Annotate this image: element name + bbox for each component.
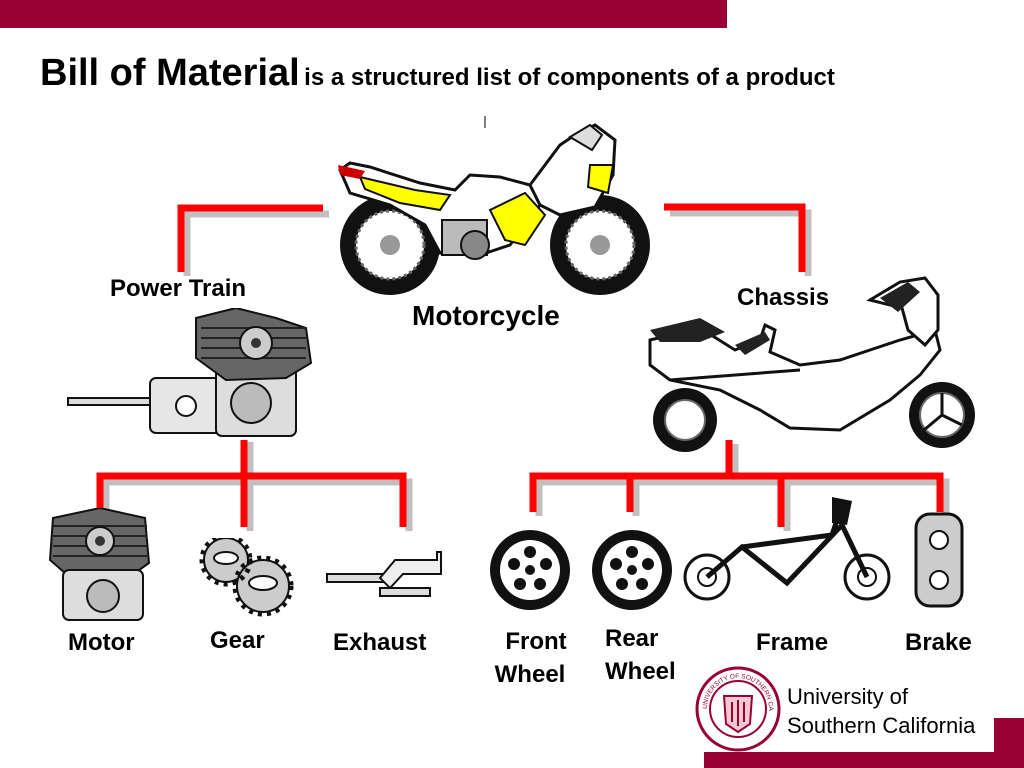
connector-shadow-chassis-children xyxy=(535,478,950,516)
connector-shadow-root-chassis xyxy=(670,209,812,276)
page-title: Bill of Material is a structured list of… xyxy=(40,52,835,95)
node-front-wheel: Front Wheel xyxy=(485,625,575,691)
bottom-brand-notch xyxy=(994,718,1024,768)
node-gear: Gear xyxy=(210,627,265,654)
node-chassis: Chassis xyxy=(737,284,830,311)
gear-icon xyxy=(199,538,294,617)
connector-shadow-powertrain-children xyxy=(102,478,413,531)
front-wheel-icon xyxy=(490,530,570,610)
university-line2: Southern California xyxy=(787,713,976,738)
title-main: Bill of Material xyxy=(40,52,300,94)
bottom-brand-bar xyxy=(704,752,1024,768)
rear-wheel-icon xyxy=(592,530,672,610)
front-wheel-line1: Front xyxy=(505,628,567,655)
connector-shadow-root-powertrain xyxy=(183,210,329,276)
connector-powertrain-children xyxy=(96,472,407,527)
title-subtitle: is a structured list of components of a … xyxy=(304,64,835,91)
connector-root-chassis xyxy=(664,203,806,272)
power-train-icon xyxy=(67,308,313,437)
node-exhaust: Exhaust xyxy=(333,629,427,656)
rear-wheel-line2: Wheel xyxy=(605,658,676,685)
chassis-icon xyxy=(648,276,975,452)
university-line1: University of xyxy=(787,684,909,709)
usc-seal-icon: UNIVERSITY OF SOUTHERN CALIFORNIA xyxy=(695,666,781,752)
motorcycle-icon xyxy=(338,123,650,295)
node-power-train: Power Train xyxy=(110,275,247,302)
node-motorcycle: Motorcycle xyxy=(412,300,560,331)
node-motor: Motor xyxy=(68,629,135,656)
brake-icon xyxy=(914,512,964,608)
frame-icon xyxy=(683,497,891,601)
node-frame: Frame xyxy=(756,629,829,656)
top-brand-bar xyxy=(0,0,727,28)
connector-root-powertrain xyxy=(177,204,323,272)
connector-chassis-children xyxy=(529,472,944,512)
exhaust-icon xyxy=(326,551,442,597)
node-rear-wheel: Rear Wheel xyxy=(605,622,695,688)
university-name: University of Southern California xyxy=(787,682,975,740)
node-brake: Brake xyxy=(905,629,972,656)
motor-icon xyxy=(48,508,151,621)
rear-wheel-line1: Rear xyxy=(605,625,659,652)
front-wheel-line2: Wheel xyxy=(494,661,566,688)
